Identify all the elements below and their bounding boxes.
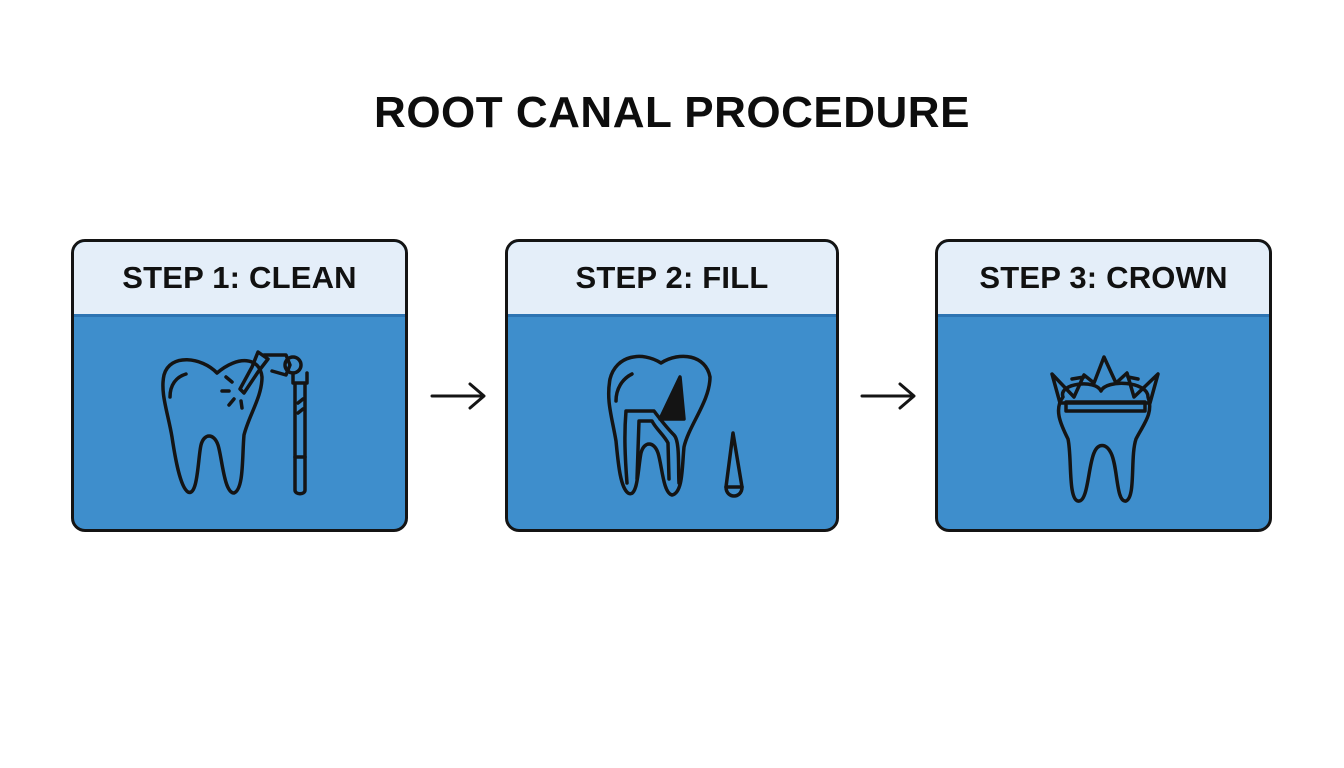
- step-header: STEP 3: CROWN: [938, 242, 1269, 317]
- step-label: STEP 2: FILL: [575, 260, 769, 295]
- step-illustration: [938, 317, 1269, 529]
- tooth-with-filled-canal-icon: [606, 354, 744, 498]
- arrow-right-icon: [430, 382, 486, 410]
- diagram-title: ROOT CANAL PROCEDURE: [374, 88, 970, 137]
- step-card-fill: STEP 2: FILL: [505, 239, 839, 532]
- arrow-right-icon: [860, 382, 916, 410]
- tooth-with-dental-drill-icon: [161, 350, 309, 496]
- tooth-with-crown-icon: [1050, 355, 1160, 503]
- step-illustration: [74, 317, 405, 529]
- step-card-clean: STEP 1: CLEAN: [71, 239, 408, 532]
- step-label: STEP 1: CLEAN: [122, 260, 357, 295]
- step-card-crown: STEP 3: CROWN: [935, 239, 1272, 532]
- step-label: STEP 3: CROWN: [979, 260, 1228, 295]
- step-header: STEP 2: FILL: [508, 242, 836, 317]
- step-header: STEP 1: CLEAN: [74, 242, 405, 317]
- step-illustration: [508, 317, 836, 529]
